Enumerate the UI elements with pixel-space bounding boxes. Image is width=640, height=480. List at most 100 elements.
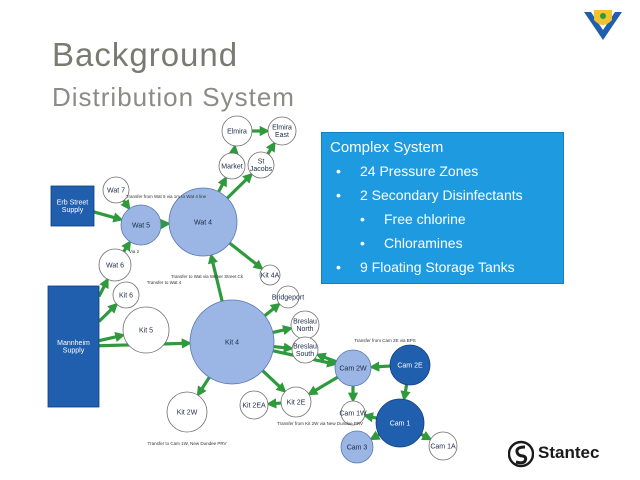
arrow-wat7-to-wat5: [120, 198, 131, 211]
label-kit2e: Kit 2E: [287, 399, 306, 406]
stantec-logo: Stantec: [508, 440, 628, 470]
node-cam1w: [340, 400, 366, 426]
node-kit2e: [280, 386, 312, 418]
label-cam1a: Cam 1A: [430, 443, 456, 450]
label-cam1w: Cam 1W: [339, 410, 367, 417]
slide-title: Background: [52, 36, 239, 73]
arrow-kit4-to-breslau_south: [273, 342, 294, 353]
info-item-chloramines: •Chloramines: [360, 235, 463, 251]
note-cam2e: Transfer from Cam 2E via BPS: [354, 338, 416, 343]
node-kit2ea: [239, 390, 269, 420]
arrow-st_jacobs-to-elmira_east: [265, 141, 276, 155]
arrow-erb-to-wat5: [93, 210, 124, 223]
arrow-wat4-to-st_jacobs: [226, 172, 254, 200]
label-wat7: Wat 7: [107, 187, 125, 194]
note-kit2w-cam1w: Transfer from Kit 2W via New Dundee PRV: [277, 421, 363, 426]
brand-name: Stantec: [538, 443, 600, 462]
arrow-wat4-to-kit4a: [228, 241, 264, 270]
node-cam1a: [428, 431, 458, 461]
node-wat7: [102, 176, 130, 204]
label-kit4: Kit 4: [225, 339, 239, 346]
nodes: [47, 115, 458, 464]
node-mannheim: [47, 285, 100, 408]
node-wat4: [168, 187, 238, 257]
note-wat4-weber: Transfer to Wat via Weber Street Ck: [171, 274, 244, 279]
info-item-pressure-zones: •24 Pressure Zones: [336, 163, 479, 179]
info-item-storage-tanks: •9 Floating Storage Tanks: [336, 259, 515, 275]
note-kit2w-bottom: Transfer to Cam 1W, New Dundee PRV: [147, 441, 226, 446]
node-erb: [50, 185, 95, 227]
info-item-free-chlorine: •Free chlorine: [360, 211, 466, 227]
arrow-market-to-elmira: [228, 143, 239, 155]
node-kit5: [122, 306, 170, 354]
arrow-cam1-to-cam1a: [420, 430, 433, 441]
info-item-disinfectants: •2 Secondary Disinfectants: [336, 187, 523, 203]
label-wat5: Wat 5: [132, 222, 150, 229]
arrow-kit4-to-wat4: [207, 253, 224, 302]
arrow-kit4-to-kit2w: [196, 376, 211, 397]
arrow-wat6-to-wat5: [121, 240, 132, 253]
arrow-wat4-to-market: [217, 175, 227, 193]
info-box: Complex System •24 Pressure Zones •2 Sec…: [321, 132, 564, 284]
label-kit2w: Kit 2W: [177, 409, 198, 416]
arrow-kit4-to-kit2e: [261, 369, 287, 394]
node-kit6: [112, 281, 140, 309]
note-kit4-to-wat4: Transfer to Wat 4: [147, 280, 182, 285]
node-market: [218, 152, 246, 180]
label-cam2w: Cam 2W: [339, 365, 367, 372]
node-bridgeport: [276, 285, 300, 309]
node-kit4a: [259, 264, 281, 286]
node-kit4: [189, 299, 275, 385]
arrow-cam2w-to-kit2e: [307, 375, 339, 396]
label-kit6: Kit 6: [119, 292, 133, 299]
label-wat6: Wat 6: [106, 262, 124, 269]
arrow-kit2e-to-kit2ea: [266, 398, 282, 409]
note-via2: Via 2: [129, 249, 140, 254]
node-breslau-south: [291, 336, 319, 364]
label-cam3: Cam 3: [347, 444, 368, 451]
info-box-heading: Complex System: [330, 139, 444, 156]
arrow-cam2e-to-cam2w: [369, 361, 391, 372]
flow-arrows: [93, 125, 433, 441]
label-cam1: Cam 1: [390, 420, 411, 427]
arrow-mannheim-to-kit5: [98, 331, 126, 343]
label-kit2ea: Kit 2EA: [242, 402, 266, 409]
label-kit5: Kit 5: [139, 327, 153, 334]
arrow-mannheim-to-wat6: [97, 277, 109, 298]
label-cam2e: Cam 2E: [397, 362, 423, 369]
node-wat6: [98, 248, 132, 282]
node-cam2w: [334, 349, 372, 387]
arrow-cam2e-to-cam1: [400, 384, 411, 402]
label-bridgeport: Bridgeport: [272, 294, 304, 301]
transfer-notes: Transfer from Wat 5 via 1m to Wat 4 line…: [126, 194, 416, 446]
slide-subtitle: Distribution System: [52, 82, 295, 112]
node-elmira-east: [267, 116, 297, 146]
note-wat5-to-wat4: Transfer from Wat 5 via 1m to Wat 4 line: [126, 194, 207, 199]
label-kit4a: Kit 4A: [261, 272, 280, 279]
arrow-kit4-to-breslau_north: [272, 325, 294, 336]
label-elmira: Elmira: [227, 128, 247, 135]
stantec-logo-icon: [508, 440, 534, 468]
arrow-cam1-to-cam1w: [362, 412, 377, 423]
arrow-cam1-to-cam3: [369, 430, 381, 441]
node-elmira: [221, 115, 253, 147]
node-labels: Wat 7 Wat 5 Wat 6 Kit 6 Kit 5 Wat 4 Market Elmi…: [57, 125, 456, 452]
node-st-jacobs: [247, 151, 275, 179]
shield-emblem-icon: [582, 6, 624, 42]
label-wat4: Wat 4: [194, 219, 212, 226]
node-wat5: [120, 204, 162, 246]
arrow-mannheim-to-kit6: [97, 302, 119, 323]
node-cam2e: [389, 344, 431, 386]
node-kit2w: [166, 391, 208, 433]
label-market: Market: [221, 163, 242, 170]
arrow-kit4-to-bridgeport: [263, 302, 281, 317]
node-cam1: [375, 398, 425, 448]
node-cam3: [340, 430, 374, 464]
